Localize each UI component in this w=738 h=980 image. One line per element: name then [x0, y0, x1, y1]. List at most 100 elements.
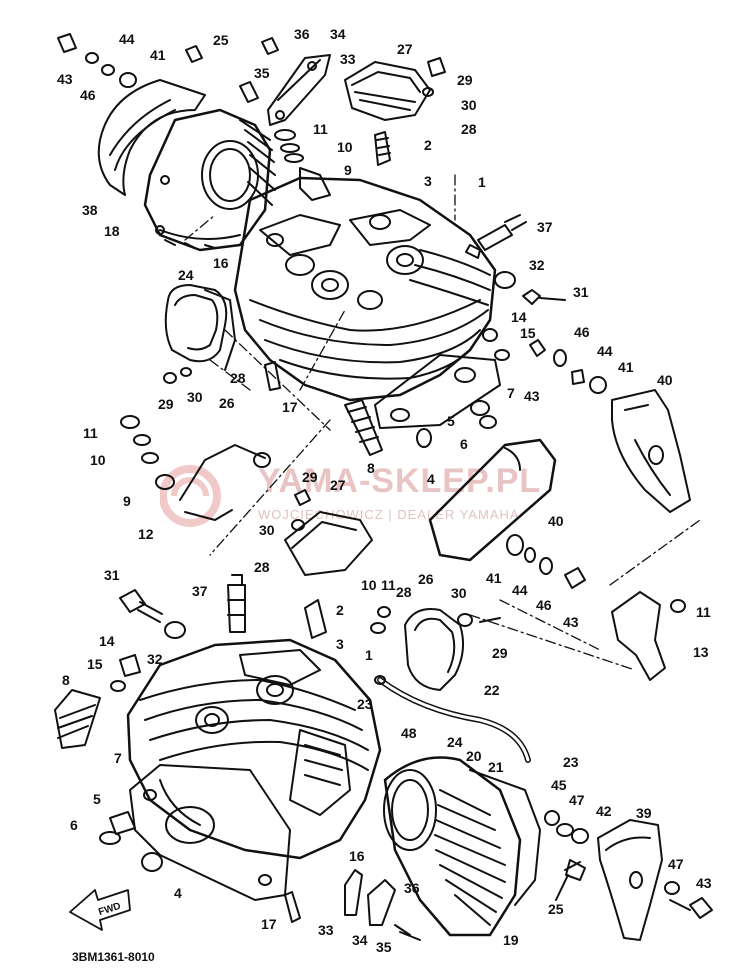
callout-40: 40: [657, 372, 673, 388]
callout-31: 31: [573, 284, 589, 300]
callout-9: 9: [123, 493, 131, 509]
valve-spring-top-icon: [274, 129, 391, 201]
callout-29: 29: [158, 396, 174, 412]
callout-44: 44: [512, 582, 528, 598]
bolt-31-icon: [119, 589, 186, 639]
callout-10: 10: [361, 577, 377, 593]
fasteners-middle-icon: [57, 33, 586, 685]
callout-27: 27: [330, 477, 346, 493]
callout-27: 27: [397, 41, 413, 57]
callout-37: 37: [192, 583, 208, 599]
callout-3: 3: [336, 636, 344, 652]
callout-10: 10: [337, 139, 353, 155]
callout-36: 36: [404, 880, 420, 896]
head-gasket-top-icon: [374, 354, 501, 429]
callout-26: 26: [219, 395, 235, 411]
bracket-33-34-icon: [267, 54, 331, 126]
heat-shield-40-icon: [428, 438, 557, 562]
callout-42: 42: [596, 803, 612, 819]
callout-15: 15: [520, 325, 536, 341]
callout-11: 11: [313, 121, 328, 137]
callout-45: 45: [551, 777, 567, 793]
callout-20: 20: [466, 748, 482, 764]
side-cover-40-icon: [611, 389, 691, 513]
head-gasket-bottom-icon: [129, 764, 291, 901]
callout-10: 10: [90, 452, 106, 468]
front-cylinder-head-icon: [126, 638, 382, 860]
callout-33: 33: [318, 922, 334, 938]
callout-30: 30: [461, 97, 477, 113]
callout-17: 17: [261, 916, 277, 932]
callout-11: 11: [83, 425, 98, 441]
callout-11: 11: [381, 577, 396, 593]
cam-cover-27-icon: [344, 61, 431, 121]
fasteners-top-right-icon: [482, 271, 607, 394]
dowel-pins-top-icon: [344, 399, 497, 456]
callout-43: 43: [696, 875, 712, 891]
callout-41: 41: [486, 570, 502, 586]
callout-36: 36: [294, 26, 310, 42]
callout-12: 12: [138, 526, 154, 542]
callout-46: 46: [536, 597, 552, 613]
callout-34: 34: [352, 932, 368, 948]
oil-pipe-12-icon: [120, 415, 271, 521]
callout-38: 38: [82, 202, 98, 218]
cam-cover-middle-icon: [284, 511, 373, 576]
callout-16: 16: [213, 255, 229, 271]
callout-43: 43: [563, 614, 579, 630]
callout-23: 23: [563, 754, 579, 770]
callout-8: 8: [367, 460, 375, 476]
callout-37: 37: [537, 219, 553, 235]
callout-1: 1: [365, 647, 373, 663]
callout-2: 2: [424, 137, 432, 153]
side-cover-39-icon: [597, 819, 663, 941]
callout-43: 43: [524, 388, 540, 404]
callout-44: 44: [119, 31, 135, 47]
bracket-13-icon: [611, 591, 686, 681]
callout-9: 9: [344, 162, 352, 178]
callout-30: 30: [259, 522, 275, 538]
breather-hose-22-icon: [377, 677, 531, 763]
callout-46: 46: [80, 87, 96, 103]
callout-29: 29: [302, 469, 318, 485]
side-cover-38-icon: [97, 79, 206, 196]
callout-4: 4: [174, 885, 182, 901]
callout-22: 22: [484, 682, 500, 698]
callout-28: 28: [461, 121, 477, 137]
callout-26: 26: [418, 571, 434, 587]
callout-17: 17: [282, 399, 298, 415]
callout-47: 47: [668, 856, 684, 872]
spark-plug-top-icon: [465, 214, 527, 259]
callout-11: 11: [696, 604, 711, 620]
callout-3: 3: [424, 173, 432, 189]
callout-1: 1: [478, 174, 486, 190]
callout-47: 47: [569, 792, 585, 808]
callout-35: 35: [254, 65, 270, 81]
watermark-text: YAMA-SKLEP.PL: [258, 462, 542, 500]
callout-15: 15: [87, 656, 103, 672]
dowel-pins-bottom-icon: [54, 654, 301, 923]
callout-8: 8: [62, 672, 70, 688]
watermark-subtext: WOJCIECHOWICZ | DEALER YAMAHA: [258, 507, 520, 522]
rear-cylinder-icon: [143, 108, 276, 252]
callout-46: 46: [574, 324, 590, 340]
watermark-logo-icon: [160, 465, 221, 527]
front-cylinder-icon: [383, 756, 541, 937]
callout-35: 35: [376, 939, 392, 955]
callout-6: 6: [460, 436, 468, 452]
callout-28: 28: [230, 370, 246, 386]
callout-7: 7: [114, 750, 122, 766]
bracket-33-34-bottom-icon: [344, 869, 421, 941]
callout-19: 19: [503, 932, 519, 948]
assembly-guide-lines: [184, 174, 701, 671]
callout-41: 41: [150, 47, 166, 63]
drawing-code: 3BM1361-8010: [72, 950, 155, 964]
callout-28: 28: [254, 559, 270, 575]
callout-32: 32: [147, 651, 163, 667]
callout-5: 5: [447, 413, 455, 429]
callout-31: 31: [104, 567, 120, 583]
callout-40: 40: [548, 513, 564, 529]
callout-21: 21: [488, 759, 504, 775]
